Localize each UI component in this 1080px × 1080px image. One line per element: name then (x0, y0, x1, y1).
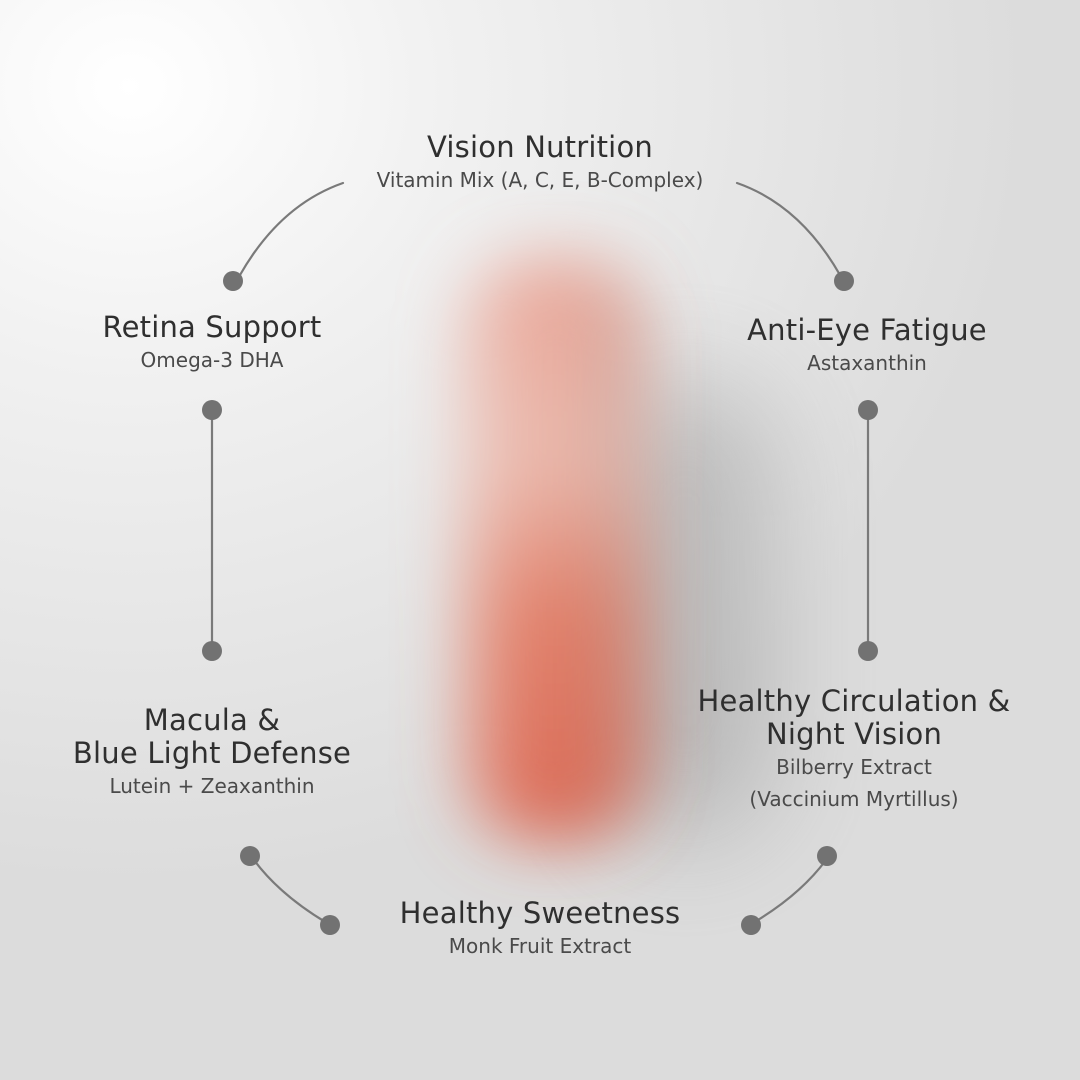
dot (202, 400, 222, 420)
arc-bottom-right (751, 858, 828, 925)
benefit-title: Retina Support (102, 310, 322, 344)
benefit-vision-nutrition: Vision Nutrition Vitamin Mix (A, C, E, B… (377, 131, 704, 196)
dot (858, 641, 878, 661)
dot (817, 846, 837, 866)
arc-top-left (238, 181, 345, 277)
benefit-ingredient: Omega-3 DHA (140, 348, 284, 372)
benefit-retina-support: Retina Support Omega-3 DHA (103, 311, 322, 376)
arc-top-right (735, 181, 842, 277)
dot (240, 846, 260, 866)
dot (741, 915, 761, 935)
benefit-circulation: Healthy Circulation & Night Vision Bilbe… (698, 685, 1011, 815)
dot (834, 271, 854, 291)
benefit-title-line1: Healthy Circulation & (697, 684, 1011, 718)
benefit-title: Vision Nutrition (427, 130, 653, 164)
benefit-title-line1: Macula & (143, 703, 281, 737)
benefit-ingredient: Astaxanthin (807, 351, 927, 375)
dot (223, 271, 243, 291)
dot (320, 915, 340, 935)
benefit-ingredient: Vitamin Mix (A, C, E, B-Complex) (376, 168, 704, 192)
benefit-title-line2: Blue Light Defense (72, 736, 352, 770)
benefit-ingredient-line2: (Vaccinium Myrtillus) (749, 787, 959, 811)
benefit-macula: Macula & Blue Light Defense Lutein + Zea… (73, 704, 351, 802)
benefit-title: Anti-Eye Fatigue (747, 313, 987, 347)
dot (858, 400, 878, 420)
benefit-title: Healthy Sweetness (399, 896, 681, 930)
benefit-title-line2: Night Vision (765, 717, 943, 751)
benefit-anti-eye-fatigue: Anti-Eye Fatigue Astaxanthin (747, 314, 987, 379)
benefit-ingredient-line1: Bilberry Extract (776, 755, 932, 779)
arc-bottom-left (252, 858, 329, 925)
dot (202, 641, 222, 661)
benefit-ingredient: Monk Fruit Extract (448, 934, 632, 958)
benefit-ingredient: Lutein + Zeaxanthin (109, 774, 315, 798)
benefit-healthy-sweetness: Healthy Sweetness Monk Fruit Extract (400, 897, 681, 962)
